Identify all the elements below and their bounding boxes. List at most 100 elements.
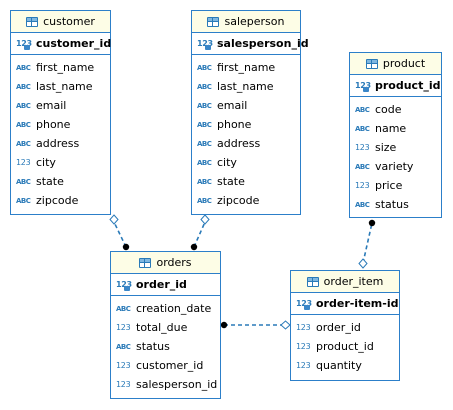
primary-key-name: salesperson_id xyxy=(217,37,309,50)
column-row[interactable]: ABC variety xyxy=(350,157,441,176)
column-name: city xyxy=(217,156,237,169)
numeric-type-icon: 123 xyxy=(355,181,370,190)
link-order_item-product xyxy=(362,222,373,264)
text-type-icon: ABC xyxy=(197,177,212,186)
link-end-diamond xyxy=(109,214,119,225)
column-name: name xyxy=(375,122,407,135)
column-name: last_name xyxy=(36,80,93,93)
column-name: phone xyxy=(217,118,252,131)
text-type-icon: ABC xyxy=(116,304,131,313)
numeric-type-icon: 123 xyxy=(296,342,311,351)
primary-key-row[interactable]: 123 order-item-id xyxy=(291,293,399,315)
entity-title: saleperson xyxy=(224,15,285,28)
numeric-type-icon: 123 xyxy=(296,323,311,332)
primary-key-row[interactable]: 123 salesperson_id xyxy=(192,33,309,55)
table-icon xyxy=(306,276,319,287)
column-name: status xyxy=(136,340,170,353)
column-name: variety xyxy=(375,160,414,173)
primary-key-numeric-type-icon: 123 xyxy=(355,81,371,92)
column-row[interactable]: ABC name xyxy=(350,119,441,138)
column-row[interactable]: ABC status xyxy=(350,195,441,214)
column-name: address xyxy=(217,137,261,150)
column-row[interactable]: ABC last_name xyxy=(192,77,300,96)
text-type-icon: ABC xyxy=(197,158,212,167)
column-name: last_name xyxy=(217,80,274,93)
column-row[interactable]: 123 city xyxy=(11,153,110,172)
column-row[interactable]: ABC address xyxy=(11,134,110,153)
link-end-diamond xyxy=(358,258,368,269)
table-icon xyxy=(365,58,378,69)
entity-title: customer xyxy=(43,15,95,28)
text-type-icon: ABC xyxy=(355,105,370,114)
entity-title: order_item xyxy=(323,275,384,288)
primary-key-name: order-item-id xyxy=(316,297,399,310)
primary-key-row[interactable]: 123 product_id xyxy=(350,75,441,97)
column-row[interactable]: ABC city xyxy=(192,153,300,172)
primary-key-numeric-type-icon: 123 xyxy=(197,39,213,50)
column-name: quantity xyxy=(316,359,362,372)
column-row[interactable]: ABC status xyxy=(111,337,220,356)
column-row[interactable]: ABC phone xyxy=(192,115,300,134)
entity-header: order_item xyxy=(291,271,399,293)
link-orders-saleperson xyxy=(193,221,206,248)
column-name: total_due xyxy=(136,321,188,334)
column-name: address xyxy=(36,137,80,150)
column-row[interactable]: ABC code xyxy=(350,100,441,119)
primary-key-numeric-type-icon: 123 xyxy=(296,299,312,310)
text-type-icon: ABC xyxy=(116,342,131,351)
column-name: status xyxy=(375,198,409,211)
entity-header: saleperson xyxy=(192,11,300,33)
column-name: creation_date xyxy=(136,302,212,315)
text-type-icon: ABC xyxy=(355,162,370,171)
link-end-diamond xyxy=(200,214,210,225)
primary-key-name: product_id xyxy=(375,79,441,92)
text-type-icon: ABC xyxy=(355,200,370,209)
text-type-icon: ABC xyxy=(16,63,31,72)
column-row[interactable]: ABC last_name xyxy=(11,77,110,96)
column-name: city xyxy=(36,156,56,169)
primary-key-numeric-type-icon: 123 xyxy=(116,280,132,291)
entity-header: orders xyxy=(111,252,220,274)
numeric-type-icon: 123 xyxy=(16,158,31,167)
text-type-icon: ABC xyxy=(197,82,212,91)
entity-header: product xyxy=(350,53,441,75)
text-type-icon: ABC xyxy=(355,124,370,133)
text-type-icon: ABC xyxy=(197,120,212,129)
text-type-icon: ABC xyxy=(16,139,31,148)
column-name: customer_id xyxy=(136,359,204,372)
column-name: email xyxy=(217,99,248,112)
column-name: state xyxy=(36,175,64,188)
numeric-type-icon: 123 xyxy=(355,143,370,152)
column-name: code xyxy=(375,103,402,116)
text-type-icon: ABC xyxy=(16,82,31,91)
column-row[interactable]: ABC creation_date xyxy=(111,299,220,318)
column-name: zipcode xyxy=(36,194,79,207)
